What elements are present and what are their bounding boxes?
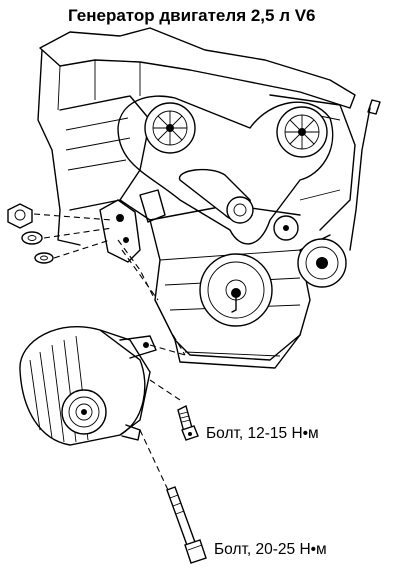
engine-block: [37, 27, 356, 369]
mounting-nuts: [7, 203, 113, 264]
callout-bolt-short: Болт, 12-15 Н•м: [206, 425, 319, 442]
alternator-bracket: [99, 189, 166, 263]
dipstick-tube: [349, 99, 381, 251]
diagram-title: Генератор двигателя 2,5 л V6: [68, 6, 316, 25]
crankshaft-pulley: [199, 253, 273, 327]
callout-bolt-long: Болт, 20-25 Н•м: [214, 541, 327, 558]
bolt-short: [177, 404, 199, 441]
bolt-long: [166, 486, 207, 564]
power-steering-pulley: [297, 238, 347, 288]
timing-belt-system: [117, 95, 334, 245]
alternator: [19, 325, 157, 446]
